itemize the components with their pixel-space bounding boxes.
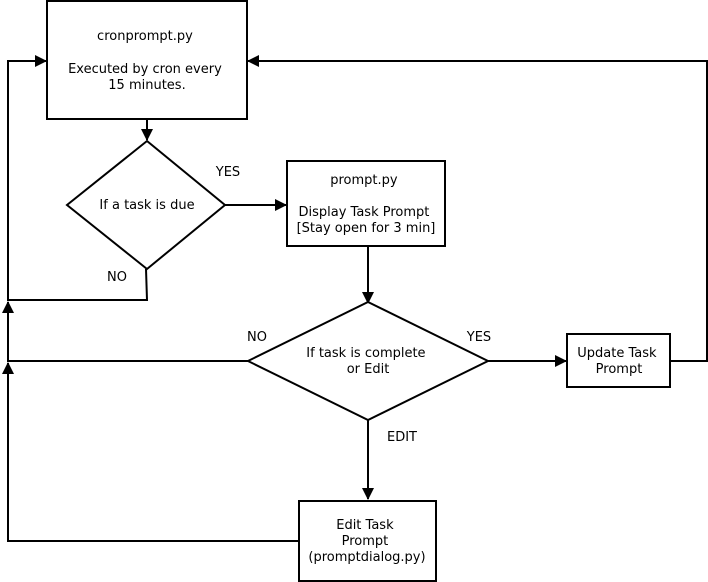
node-update: Update Task Prompt <box>566 333 671 388</box>
edge-label-complete-yes: YES <box>466 330 491 345</box>
node-prompt: prompt.py Display Task Prompt [Stay open… <box>286 160 446 247</box>
node-complete: If task is complete or Edit <box>245 300 491 422</box>
node-task-due: If a task is due <box>65 139 227 271</box>
edge-due-no <box>7 55 149 301</box>
edge-update-back <box>247 55 708 362</box>
edge-complete-no <box>1 301 248 362</box>
node-cronprompt-label: cronprompt.py Executed by cron every 15 … <box>68 29 226 93</box>
node-prompt-label: prompt.py Display Task Prompt [Stay open… <box>297 173 436 236</box>
node-cronprompt: cronprompt.py Executed by cron every 15 … <box>46 0 248 120</box>
edge-label-complete-no: NO <box>247 330 267 345</box>
node-task-due-label: If a task is due <box>99 198 194 213</box>
node-update-label: Update Task Prompt <box>577 346 660 377</box>
node-edit-label: Edit Task Prompt (promptdialog.py) <box>308 518 425 565</box>
edge-label-complete-edit: EDIT <box>387 430 417 445</box>
edge-label-due-yes: YES <box>215 165 240 180</box>
node-complete-label: If task is complete or Edit <box>306 346 429 377</box>
node-edit: Edit Task Prompt (promptdialog.py) <box>298 500 437 582</box>
edge-edit-back <box>1 362 298 542</box>
edge-label-due-no: NO <box>107 270 127 285</box>
